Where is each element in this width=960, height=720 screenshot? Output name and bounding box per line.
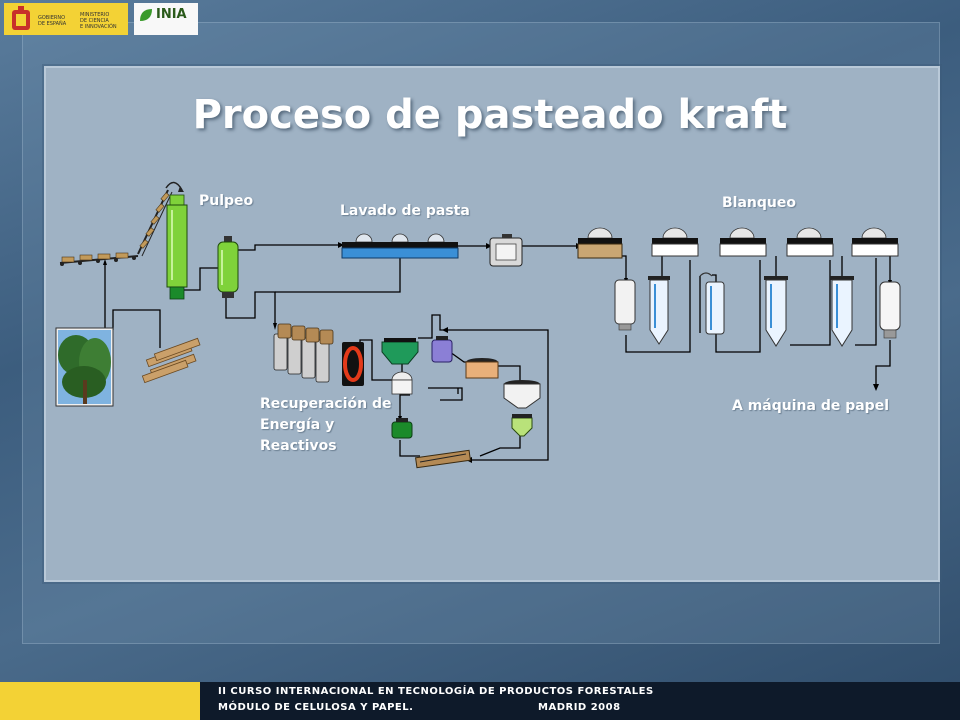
pulper-tank xyxy=(217,236,239,298)
label-recuperacion-line1: Recuperación de xyxy=(260,396,392,412)
label-lavado: Lavado de pasta xyxy=(340,203,470,219)
label-recuperacion-line2: Energía y xyxy=(260,417,335,433)
ministry-text-2: DE CIENCIA xyxy=(80,18,109,24)
bleach-towers xyxy=(614,272,901,347)
label-blanqueo: Blanqueo xyxy=(722,195,796,211)
dissolving-tank xyxy=(391,418,413,439)
digester xyxy=(166,194,188,300)
pulp-washer xyxy=(341,233,459,259)
label-maquina-papel: A máquina de papel xyxy=(732,398,889,414)
inia-text: INIA xyxy=(156,7,187,22)
tree-photo xyxy=(55,327,114,407)
slide-panel xyxy=(44,66,940,582)
pulp-filter xyxy=(489,234,523,267)
slaker-tank xyxy=(431,336,453,363)
bleach-tower-1 xyxy=(577,227,623,259)
recovery-boiler xyxy=(342,342,364,386)
flow-lines xyxy=(104,242,891,461)
footer-location-year: MADRID 2008 xyxy=(538,702,621,713)
footer-module: MÓDULO DE CELULOSA Y PAPEL. xyxy=(218,702,414,713)
ministry-text-3: E INNOVACIÓN xyxy=(80,24,117,30)
government-logo: GOBIERNO DE ESPAÑA MINISTERIO DE CIENCIA… xyxy=(4,3,128,35)
slide-title: Proceso de pasteado kraft xyxy=(192,92,788,138)
bleach-washers xyxy=(651,227,899,257)
label-recuperacion: Recuperación de Energía y Reactivos xyxy=(260,394,391,457)
coat-of-arms-icon xyxy=(12,6,30,30)
gov-text-2: DE ESPAÑA xyxy=(38,21,67,27)
inia-logo: INIA xyxy=(134,3,198,35)
lime-kiln-cyclone xyxy=(503,380,541,437)
footer-logos xyxy=(0,682,200,720)
leaf-icon xyxy=(140,9,152,21)
paper-machine-arrow xyxy=(873,384,879,391)
label-pulpeo: Pulpeo xyxy=(199,193,254,209)
green-liquor-tank xyxy=(381,338,419,395)
evaporators xyxy=(273,323,334,383)
lime-kiln xyxy=(415,449,471,469)
causticizer xyxy=(465,358,499,379)
chip-conveyor xyxy=(59,181,184,266)
footer-course-title: II CURSO INTERNACIONAL EN TECNOLOGÍA DE … xyxy=(218,686,654,697)
label-recuperacion-line3: Reactivos xyxy=(260,438,337,454)
gov-text-1: GOBIERNO xyxy=(38,15,66,21)
wood-logs xyxy=(141,337,201,384)
ministry-text-1: MINISTERIO xyxy=(80,12,110,18)
